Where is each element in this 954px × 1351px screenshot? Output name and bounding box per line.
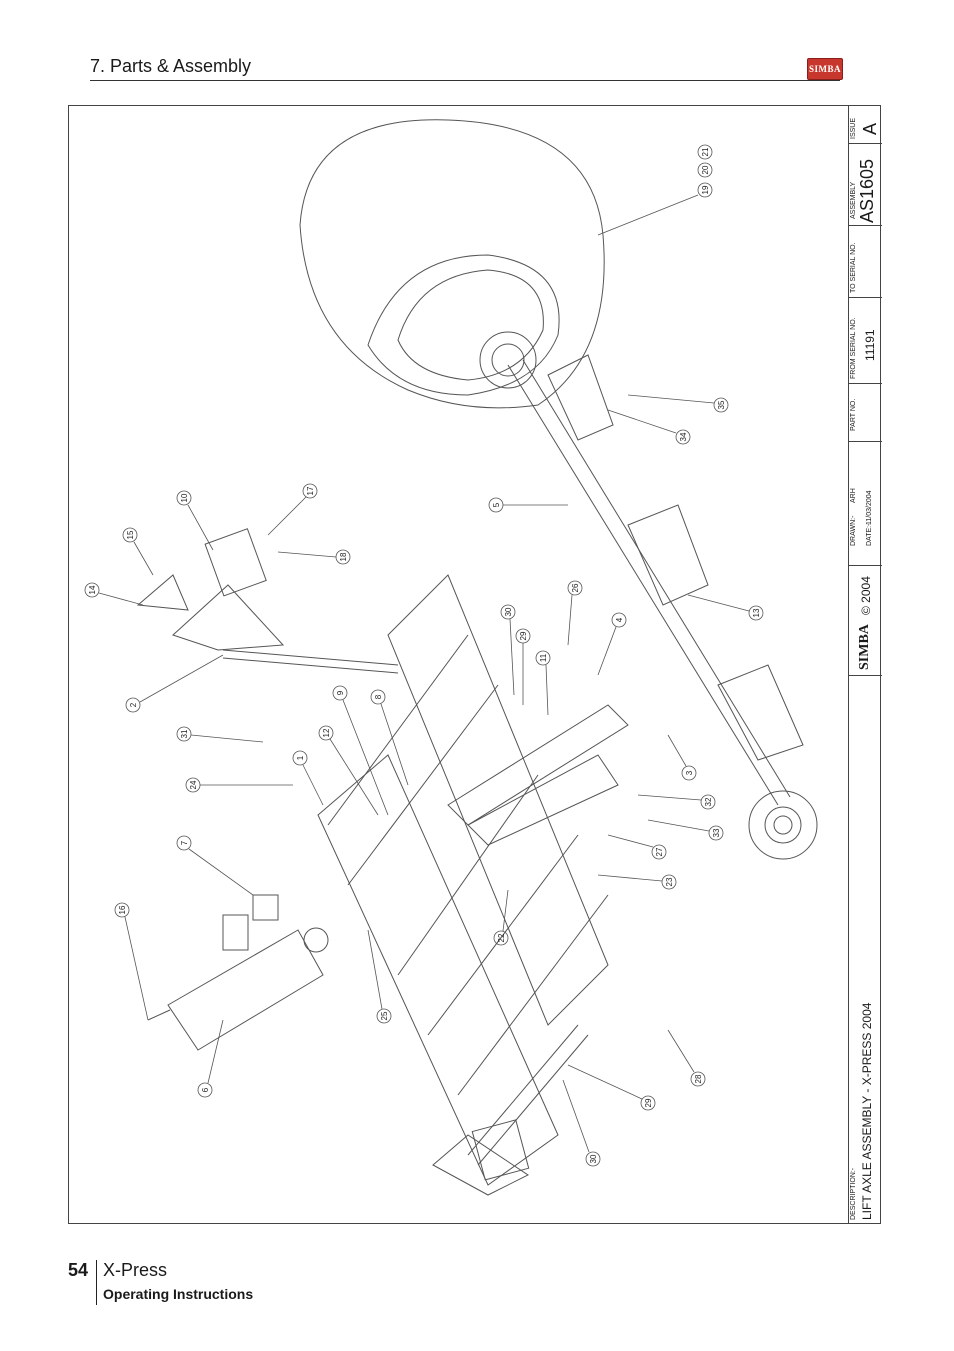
from-serial-value: 11191 [863, 329, 877, 361]
footer-divider [96, 1260, 97, 1305]
issue-label: ISSUE [850, 117, 857, 139]
callout-34: 34 [679, 432, 688, 441]
callout-30b: 30 [589, 1154, 598, 1163]
callout-13: 13 [752, 608, 761, 617]
drawn-by: ARH [850, 488, 857, 503]
callout-24: 24 [189, 780, 198, 789]
header-section-title: 7. Parts & Assembly [90, 56, 252, 76]
part-no-label: PART NO. [850, 398, 857, 431]
callout-14: 14 [88, 585, 97, 594]
callout-15: 15 [126, 530, 135, 539]
footer-product: X-Press [103, 1260, 168, 1280]
callout-23: 23 [665, 877, 674, 886]
callout-7: 7 [180, 840, 189, 845]
drawn-label: DRAWN:- [850, 515, 857, 546]
callout-29b: 29 [644, 1098, 653, 1107]
callout-22: 22 [497, 933, 506, 942]
callout-19: 19 [701, 185, 710, 194]
callout-32: 32 [704, 797, 713, 806]
description-label: DESCRIPTION:- [850, 1167, 857, 1220]
callout-5: 5 [492, 502, 501, 507]
simba-logo: SIMBA [807, 58, 843, 80]
footer-page-number: 54 [68, 1260, 89, 1280]
main-frame [317, 574, 609, 1186]
copyright: © 2004 [859, 576, 873, 615]
callout-6: 6 [201, 1087, 210, 1092]
callout-2: 2 [129, 702, 138, 707]
callout-31: 31 [180, 729, 189, 738]
simba-brand: SIMBA [857, 624, 872, 670]
issue-value: A [860, 122, 880, 135]
callout-9: 9 [336, 690, 345, 695]
from-serial-label: FROM SERIAL NO. [850, 317, 857, 379]
assembly-label: ASSEMBLY [850, 181, 857, 219]
footer-subtitle: Operating Instructions [103, 1286, 254, 1302]
callout-28: 28 [694, 1074, 703, 1083]
callout-10: 10 [180, 493, 189, 502]
callout-29: 29 [519, 631, 528, 640]
callout-26: 26 [571, 583, 580, 592]
callout-16: 16 [118, 905, 127, 914]
callout-labels: 19 20 21 35 34 5 13 17 18 10 15 14 2 26 … [88, 147, 761, 1163]
callout-17: 17 [306, 486, 315, 495]
callout-25: 25 [380, 1011, 389, 1020]
header-rule [90, 80, 840, 81]
parts-drawing: 19 20 21 35 34 5 13 17 18 10 15 14 2 26 … [84, 119, 818, 1196]
callout-18: 18 [339, 552, 348, 561]
description-value: LIFT AXLE ASSEMBLY - X-PRESS 2004 [860, 1002, 874, 1220]
callout-4: 4 [615, 617, 624, 622]
callout-27: 27 [655, 847, 664, 856]
wheel-tyre [299, 119, 605, 409]
callout-12: 12 [322, 728, 331, 737]
callout-20: 20 [701, 165, 710, 174]
callout-3: 3 [685, 770, 694, 775]
axle-tube [507, 359, 818, 860]
assembly-value: AS1605 [857, 158, 877, 223]
title-block: ISSUE A ASSEMBLY AS1605 TO SERIAL NO. FR… [848, 105, 882, 1224]
callouts [84, 144, 764, 1167]
callout-35: 35 [717, 400, 726, 409]
callout-33: 33 [712, 828, 721, 837]
callout-21: 21 [701, 147, 710, 156]
date-value: 11/03/2004 [866, 490, 873, 525]
callout-8: 8 [374, 694, 383, 699]
to-serial-label: TO SERIAL NO. [850, 242, 857, 293]
hydraulic-cylinder [147, 894, 329, 1051]
callout-1: 1 [296, 755, 305, 760]
callout-11: 11 [539, 653, 548, 662]
callout-30: 30 [504, 607, 513, 616]
drawing-frame [68, 105, 881, 1224]
date-label: DATE:- [866, 523, 873, 546]
